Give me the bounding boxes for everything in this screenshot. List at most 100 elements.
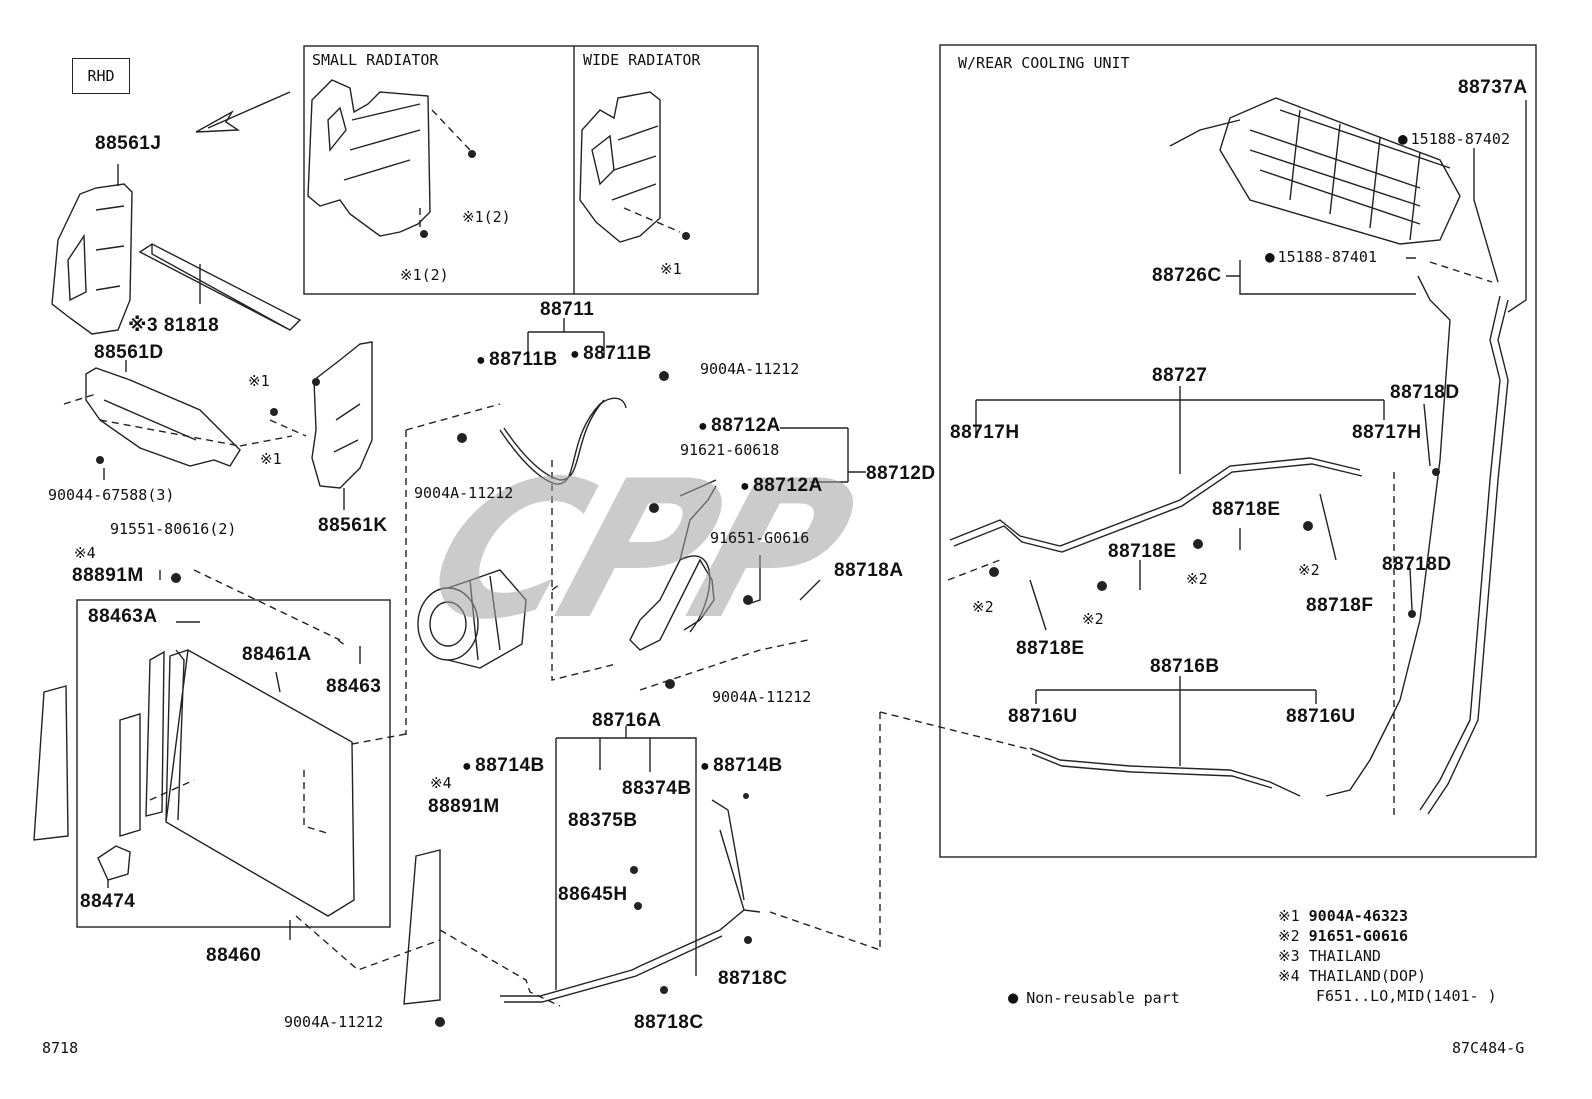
part-label: 88717H bbox=[1352, 422, 1422, 443]
part-label: 91551-80616(2) bbox=[110, 520, 237, 538]
part-label: 90044-67588(3) bbox=[48, 486, 175, 504]
bracket-88561D bbox=[85, 367, 241, 467]
part-label: 91651-G0616 bbox=[710, 529, 810, 547]
part-label: 88645H bbox=[558, 884, 628, 905]
condenser-box bbox=[76, 599, 391, 928]
bracket-88561K bbox=[311, 341, 373, 489]
tube-88737A bbox=[1419, 295, 1501, 811]
fastener-dot bbox=[989, 567, 999, 577]
note-mark: ※2 bbox=[972, 598, 994, 616]
part-label: 88375B bbox=[568, 810, 638, 831]
strip-88891M-center bbox=[403, 849, 441, 1005]
fastener-dot bbox=[171, 573, 181, 583]
part-label: 88461A bbox=[242, 644, 312, 665]
part-label: 88463A bbox=[88, 606, 158, 627]
part-label: 88711 bbox=[540, 299, 595, 320]
fastener-dot bbox=[270, 408, 278, 416]
wide-radiator-title: WIDE RADIATOR bbox=[583, 51, 701, 69]
part-label: 9004A-11212 bbox=[712, 688, 812, 706]
part-label: 88718D bbox=[1390, 382, 1460, 403]
part-label: 88712A bbox=[698, 416, 781, 435]
fastener-dot bbox=[744, 936, 752, 944]
note-mark: ※1 bbox=[660, 260, 682, 278]
footnote-row: F651..LO,MID(1401- ) bbox=[1316, 987, 1497, 1005]
part-label: 88718F bbox=[1306, 595, 1374, 616]
legend-non-reusable: ●Non-reusable part bbox=[1008, 988, 1180, 1008]
footer-right-code: 87C484-G bbox=[1452, 1039, 1525, 1057]
part-label: 88726C bbox=[1152, 265, 1222, 286]
note-mark: ※2 bbox=[1298, 561, 1320, 579]
fastener-dot bbox=[420, 230, 428, 238]
part-label: 88711B bbox=[570, 344, 652, 363]
rear-cooling-unit bbox=[1169, 97, 1461, 245]
part-label: 88712A bbox=[740, 476, 823, 495]
part-label: 88716B bbox=[1150, 656, 1220, 677]
rhd-badge: RHD bbox=[72, 58, 130, 94]
part-label: 88727 bbox=[1152, 365, 1208, 386]
fastener-dot bbox=[1097, 581, 1107, 591]
note-mark: ※4 bbox=[74, 544, 96, 562]
part-label: 88718C bbox=[634, 1012, 704, 1033]
part-label: 88891M bbox=[428, 796, 500, 817]
footnote-row: ※1 9004A-46323 bbox=[1278, 907, 1408, 925]
part-label: 88716U bbox=[1008, 706, 1078, 727]
tube-88726C bbox=[1325, 275, 1451, 797]
fastener-dot bbox=[743, 595, 753, 605]
footer-left-code: 8718 bbox=[42, 1039, 79, 1057]
fastener-dot bbox=[649, 503, 659, 513]
fastener-dot bbox=[682, 232, 690, 240]
fastener-dot bbox=[630, 866, 638, 874]
strip-88891M-left bbox=[33, 685, 69, 841]
footnotes: ※1 9004A-46323 ※2 91651-G0616 ※3 THAILAN… bbox=[1278, 906, 1497, 1006]
fastener-dot bbox=[457, 433, 467, 443]
footnote-row: ※4 THAILAND(DOP) bbox=[1278, 967, 1427, 985]
rear-cooling-title: W/REAR COOLING UNIT bbox=[958, 54, 1130, 72]
fastener-dot bbox=[743, 793, 749, 799]
part-label: 9004A-11212 bbox=[414, 484, 514, 502]
note-mark: ※2 bbox=[1082, 610, 1104, 628]
part-label: 88714B bbox=[700, 756, 783, 775]
small-radiator-box bbox=[303, 45, 759, 295]
part-label: 91621-60618 bbox=[680, 441, 780, 459]
condenser-88461A bbox=[165, 649, 355, 917]
fastener-dot bbox=[1303, 521, 1313, 531]
tube-88727 bbox=[949, 457, 1361, 547]
footnote-row: ※3 THAILAND bbox=[1278, 947, 1381, 965]
part-label: 88561K bbox=[318, 515, 388, 536]
part-label: 88718D bbox=[1382, 554, 1452, 575]
filled-dot-icon: ● bbox=[1008, 988, 1019, 1008]
part-label: 88374B bbox=[622, 778, 692, 799]
fastener-dot bbox=[660, 986, 668, 994]
part-label: 88561J bbox=[95, 133, 162, 154]
part-label: 88716A bbox=[592, 710, 662, 731]
fastener-dot bbox=[96, 456, 104, 464]
fastener-dot bbox=[468, 150, 476, 158]
part-label: 88718A bbox=[834, 560, 904, 581]
fastener-dot bbox=[665, 679, 675, 689]
note-mark: ※2 bbox=[1186, 570, 1208, 588]
bracket-88561J bbox=[51, 183, 133, 335]
part-label: 88460 bbox=[206, 945, 262, 966]
hose-88712 bbox=[629, 485, 717, 651]
part-label: 88891M bbox=[72, 565, 144, 586]
small-radiator-title: SMALL RADIATOR bbox=[312, 51, 439, 69]
watermark: CPP bbox=[404, 440, 870, 661]
part-label: 88718C bbox=[718, 968, 788, 989]
part-label: 88737A bbox=[1458, 77, 1528, 98]
part-label: 88716U bbox=[1286, 706, 1356, 727]
part-label: 15188-87402 bbox=[1398, 131, 1510, 147]
fastener-dot bbox=[659, 371, 669, 381]
seal-81818 bbox=[138, 243, 302, 331]
condenser-side-panel bbox=[119, 713, 141, 837]
part-label: 88714B bbox=[462, 756, 545, 775]
part-label: 9004A-11212 bbox=[284, 1013, 384, 1031]
wide-radiator-bracket bbox=[579, 91, 661, 243]
part-label: 88711B bbox=[476, 350, 558, 369]
fastener-dot bbox=[312, 378, 320, 386]
part-label: 88718E bbox=[1212, 499, 1281, 520]
part-label: 88718E bbox=[1016, 638, 1085, 659]
part-label: 88717H bbox=[950, 422, 1020, 443]
note-mark: ※1 bbox=[260, 450, 282, 468]
part-label: 88463 bbox=[326, 676, 382, 697]
